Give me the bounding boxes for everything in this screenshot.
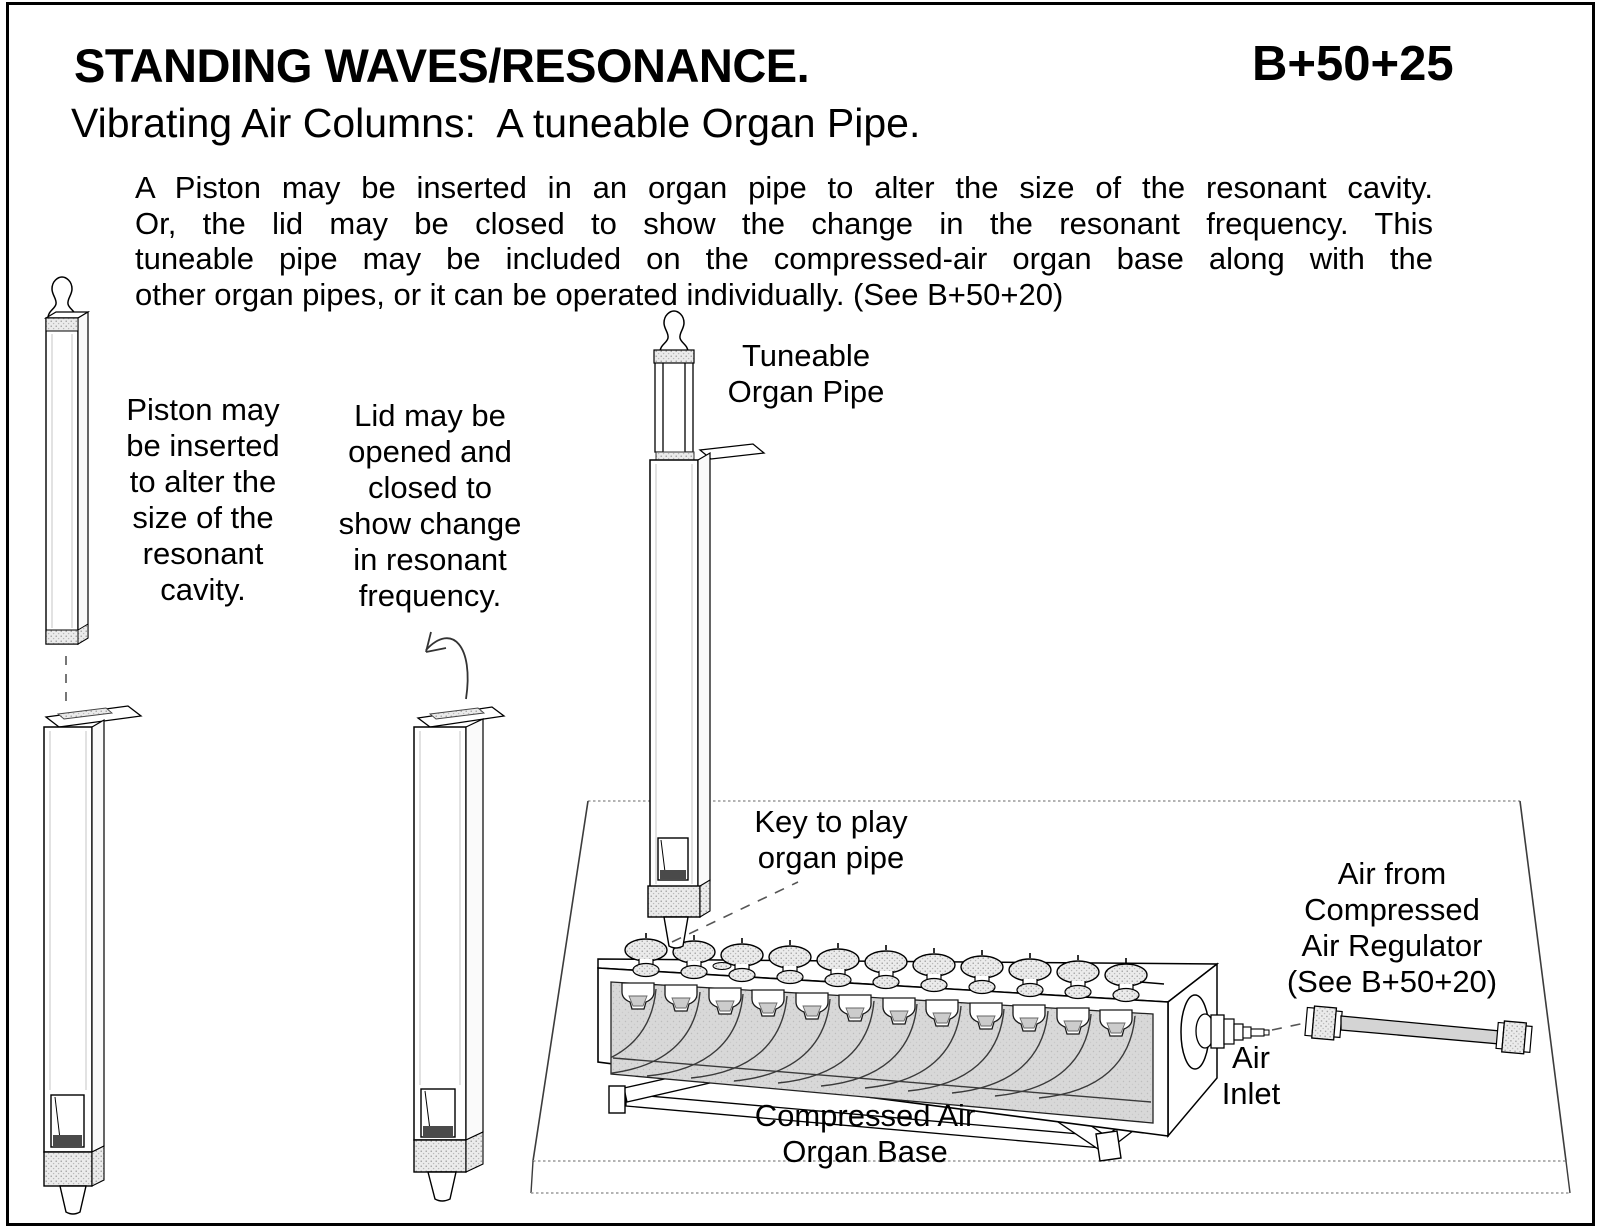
lid-label-line: closed to xyxy=(367,470,493,505)
base-keys xyxy=(624,932,1165,1003)
description-line: other organ pipes, or it can be operated… xyxy=(135,276,1064,312)
board-drawing xyxy=(530,800,1571,1194)
lid-label: Lid may be opened and closed to show cha… xyxy=(290,398,570,614)
organ-base-label: Compressed Air Organ Base xyxy=(705,1098,1025,1170)
organ-pipe-piston-drawing xyxy=(43,705,143,1215)
pipe-foot xyxy=(427,1171,457,1202)
air-inlet-label-line: Air xyxy=(1232,1040,1270,1075)
curved-arrow-icon xyxy=(425,637,469,700)
pipe-foot xyxy=(663,916,689,949)
inlet-hose-dashed-line xyxy=(1271,1022,1306,1031)
air-hose-drawing xyxy=(1304,1005,1533,1055)
lid-label-line: in resonant xyxy=(353,542,507,577)
play-key-label-line: Key to play xyxy=(754,804,908,839)
tuneable-organ-pipe-drawing xyxy=(647,310,766,949)
piston-label-line: resonant xyxy=(142,536,264,571)
description-line: Or, the lid may be closed to show the ch… xyxy=(135,205,1433,241)
lid-label-line: frequency. xyxy=(358,578,502,613)
key-pointer-dashed-line xyxy=(671,881,799,943)
air-from-regulator-label-line: Air from xyxy=(1337,856,1447,891)
tuneable-pipe-label-line: Tuneable xyxy=(741,338,871,373)
air-inlet-drawing xyxy=(1180,994,1270,1070)
play-key-label: Key to play organ pipe xyxy=(691,804,971,876)
page-subtitle: Vibrating Air Columns: A tuneable Organ … xyxy=(71,100,921,146)
piston-label: Piston may be inserted to alter the size… xyxy=(63,392,343,608)
piston-label-line: Piston may xyxy=(126,392,280,427)
air-from-regulator-label-line: Air Regulator xyxy=(1301,928,1483,963)
organ-base-drawing xyxy=(597,932,1220,1139)
lid-label-line: show change xyxy=(338,506,522,541)
piston-label-line: be inserted xyxy=(126,428,280,463)
piston-label-line: cavity. xyxy=(160,572,246,607)
base-panel-curves xyxy=(611,988,1152,1103)
organ-base-label-line: Compressed Air xyxy=(754,1098,976,1133)
pipe-foot xyxy=(59,1185,87,1215)
piston-drawing xyxy=(43,276,91,704)
description-paragraph: A Piston may be inserted in an organ pip… xyxy=(135,170,1433,312)
air-from-regulator-label-line: Compressed xyxy=(1304,892,1480,927)
description-line: A Piston may be inserted in an organ pip… xyxy=(135,170,1433,205)
air-from-regulator-label-line: (See B+50+20) xyxy=(1286,964,1498,999)
tuneable-pipe-label: Tuneable Organ Pipe xyxy=(666,338,946,410)
lid-label-line: Lid may be xyxy=(354,398,506,433)
tuneable-pipe-label-line: Organ Pipe xyxy=(727,374,885,409)
description-line: tuneable pipe may be included on the com… xyxy=(135,241,1433,276)
catalog-code: B+50+25 xyxy=(1252,37,1454,91)
air-inlet-label: Air Inlet xyxy=(1131,1040,1371,1112)
air-from-regulator-label: Air from Compressed Air Regulator (See B… xyxy=(1222,856,1562,1000)
piston-label-line: to alter the xyxy=(129,464,277,499)
organ-pipe-lid-drawing xyxy=(413,631,506,1202)
plugged-hole xyxy=(712,962,732,970)
organ-base-label-line: Organ Base xyxy=(782,1134,948,1169)
piston-label-line: size of the xyxy=(132,500,274,535)
play-key-label-line: organ pipe xyxy=(757,840,905,875)
page-title: STANDING WAVES/RESONANCE. xyxy=(74,39,810,92)
lid-label-line: opened and xyxy=(348,434,512,469)
air-inlet-label-line: Inlet xyxy=(1221,1076,1281,1111)
